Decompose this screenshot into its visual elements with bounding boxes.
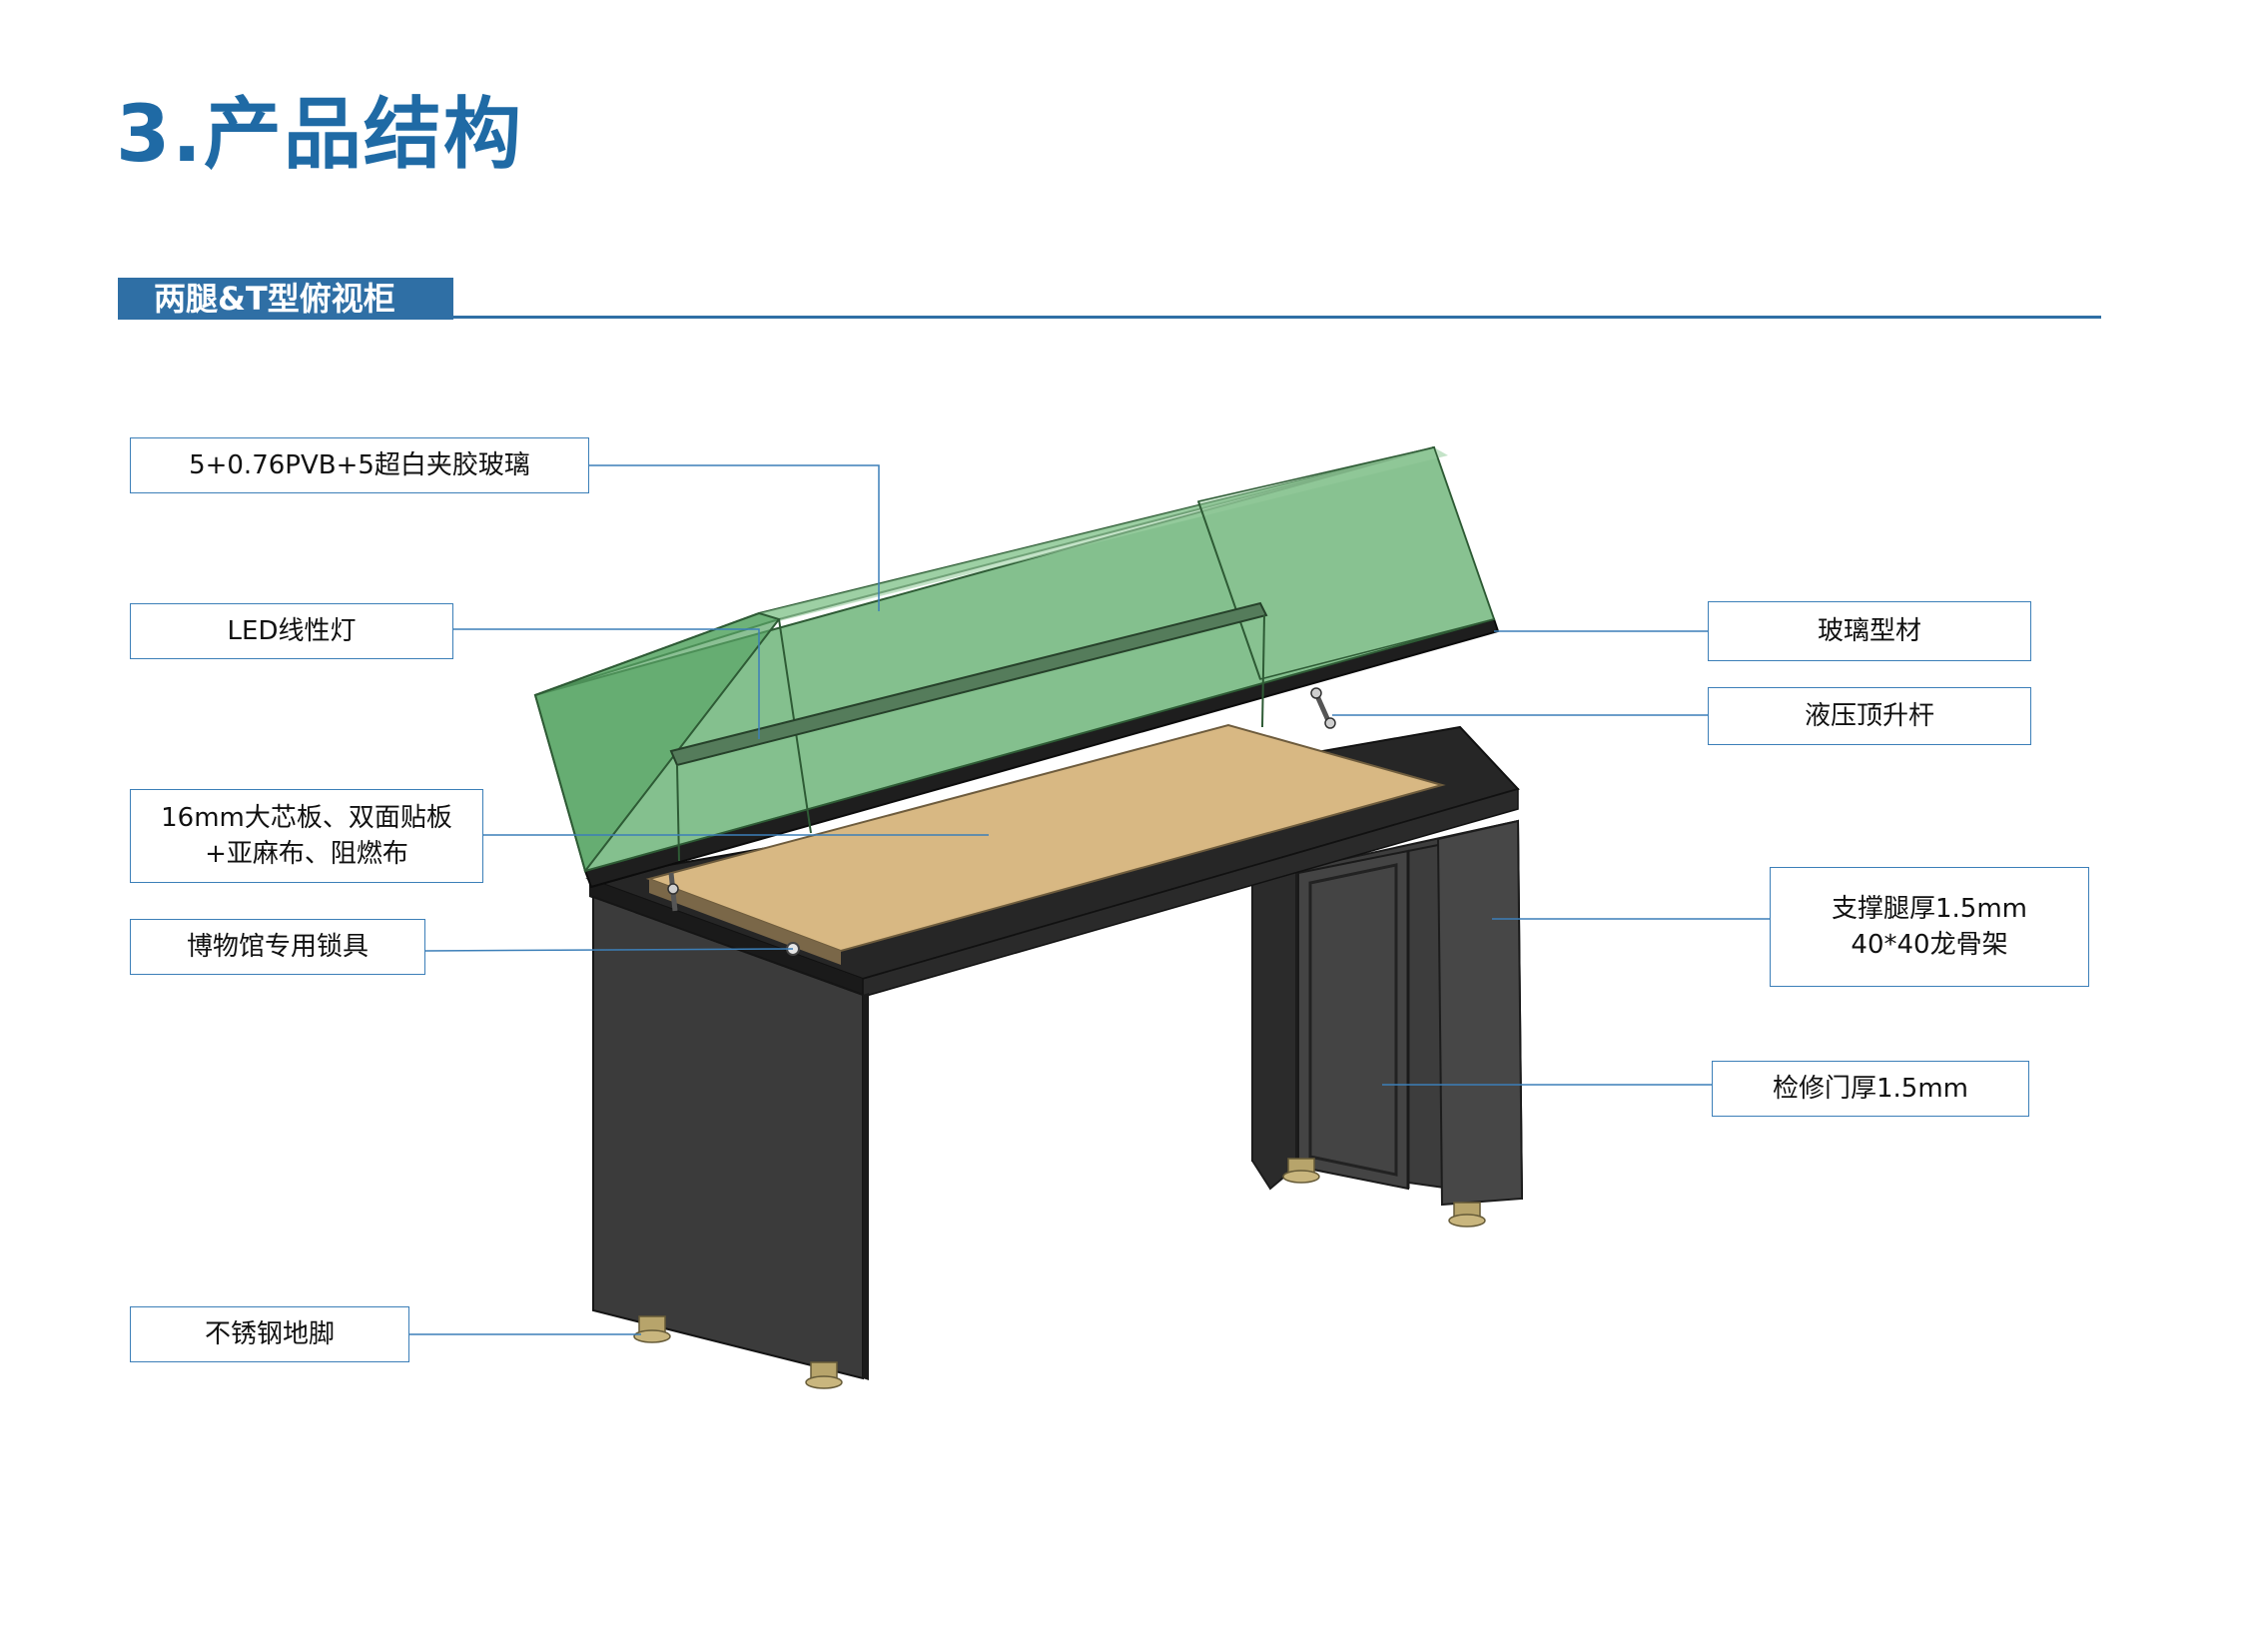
callout-support-leg-line2: 40*40龙骨架	[1851, 930, 2008, 960]
callout-support-leg: 支撑腿厚1.5mm 40*40龙骨架	[1770, 867, 2089, 987]
section-divider	[118, 316, 2101, 319]
callout-glass-profile-label: 玻璃型材	[1817, 616, 1921, 646]
callout-glass-label: 5+0.76PVB+5超白夹胶玻璃	[189, 450, 530, 480]
callout-glass-profile: 玻璃型材	[1708, 601, 2031, 661]
callout-hydraulic-label: 液压顶升杆	[1804, 701, 1934, 731]
section-tab: 两腿&T型俯视柜	[118, 278, 453, 320]
cabinet-top-frame	[585, 723, 1520, 998]
callout-inspection-door-label: 检修门厚1.5mm	[1772, 1074, 1968, 1104]
callout-feet: 不锈钢地脚	[130, 1306, 409, 1362]
callout-inspection-door: 检修门厚1.5mm	[1712, 1061, 2029, 1117]
callout-led-light: LED线性灯	[130, 603, 453, 659]
callout-hydraulic: 液压顶升杆	[1708, 687, 2031, 745]
callout-board: 16mm大芯板、双面贴板 +亚麻布、阻燃布	[130, 789, 483, 883]
callout-led-light-label: LED线性灯	[227, 616, 357, 646]
leader-lines	[409, 464, 1770, 1335]
callout-board-line2: +亚麻布、阻燃布	[205, 839, 408, 869]
callout-glass: 5+0.76PVB+5超白夹胶玻璃	[130, 437, 589, 493]
callout-board-line1: 16mm大芯板、双面贴板	[161, 803, 452, 833]
led-linear-light	[669, 601, 1268, 767]
inspection-door	[1297, 849, 1409, 1191]
right-support-leg	[1251, 819, 1524, 1207]
hydraulic-strut	[667, 687, 1336, 912]
callout-lock-label: 博物馆专用锁具	[186, 932, 369, 962]
page-title: 3.产品结构	[116, 90, 523, 180]
callout-support-leg-line1: 支撑腿厚1.5mm	[1831, 894, 2027, 924]
glass-lid	[533, 445, 1500, 889]
callout-feet-label: 不锈钢地脚	[204, 1319, 335, 1349]
left-support-leg	[592, 895, 869, 1380]
callout-lock: 博物馆专用锁具	[130, 919, 425, 975]
stainless-steel-feet	[633, 1158, 1486, 1389]
